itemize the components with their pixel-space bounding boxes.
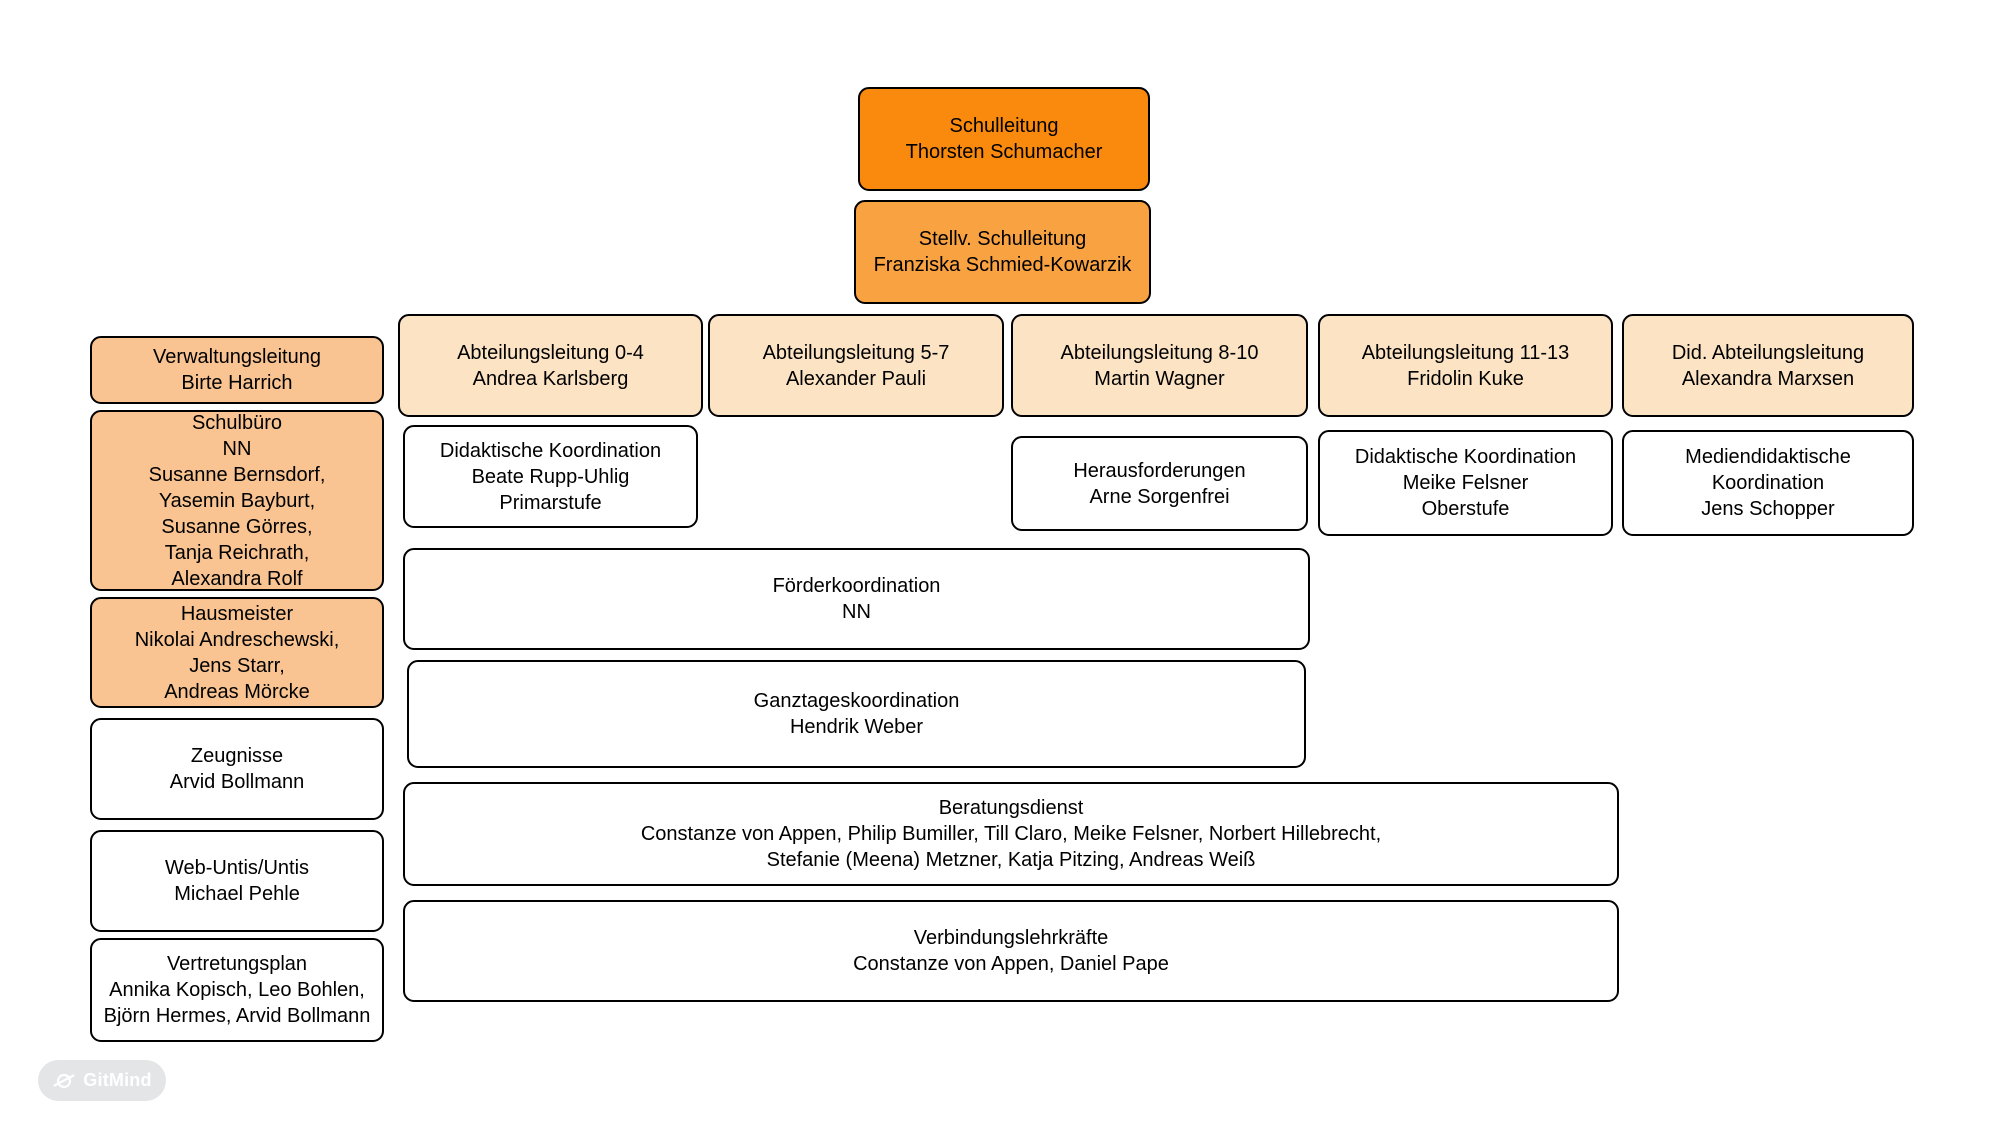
node-people: Franziska Schmied-Kowarzik xyxy=(873,254,1132,276)
node-title: Did. Abteilungsleitung xyxy=(1671,341,1865,364)
node-title: Beratungsdienst xyxy=(938,797,1084,819)
node-title: Abteilungsleitung 8-10 xyxy=(1060,341,1259,364)
node-zeugnisse[interactable]: Zeugnisse Arvid Bollmann xyxy=(90,718,384,820)
node-abteilungsleitung-11-13[interactable]: Abteilungsleitung 11-13 Fridolin Kuke xyxy=(1318,314,1613,417)
node-title: Stellv. Schulleitung xyxy=(918,228,1087,250)
node-people: Alexander Pauli xyxy=(785,367,927,390)
node-stellv-schulleitung[interactable]: Stellv. Schulleitung Franziska Schmied-K… xyxy=(854,200,1151,304)
node-people: Michael Pehle xyxy=(174,883,300,905)
node-people: Andrea Karlsberg xyxy=(472,367,629,390)
node-title: Abteilungsleitung 5-7 xyxy=(762,341,950,364)
node-verwaltungsleitung[interactable]: Verwaltungsleitung Birte Harrich xyxy=(90,336,384,404)
node-abteilungsleitung-8-10[interactable]: Abteilungsleitung 8-10 Martin Wagner xyxy=(1011,314,1308,417)
node-people: Fridolin Kuke xyxy=(1407,367,1524,390)
node-herausforderungen[interactable]: Herausforderungen Arne Sorgenfrei xyxy=(1011,436,1308,531)
node-title: Verwaltungsleitung xyxy=(153,346,321,368)
node-people: Jens Schopper xyxy=(1701,498,1835,520)
node-people: Birte Harrich xyxy=(181,372,293,394)
node-title: Verbindungslehrkräfte xyxy=(913,927,1109,949)
node-schulleitung[interactable]: Schulleitung Thorsten Schumacher xyxy=(858,87,1150,191)
node-title: Abteilungsleitung 11-13 xyxy=(1361,341,1570,364)
node-title: Didaktische Koordination xyxy=(1354,446,1577,468)
node-people: Annika Kopisch, Leo Bohlen, Björn Hermes… xyxy=(103,979,371,1027)
node-vertretungsplan[interactable]: Vertretungsplan Annika Kopisch, Leo Bohl… xyxy=(90,938,384,1042)
node-ganztageskoordination[interactable]: Ganztageskoordination Hendrik Weber xyxy=(407,660,1306,768)
node-beratungsdienst[interactable]: Beratungsdienst Constanze von Appen, Phi… xyxy=(403,782,1619,886)
node-verbindungslehrkraefte[interactable]: Verbindungslehrkräfte Constanze von Appe… xyxy=(403,900,1619,1002)
node-web-untis[interactable]: Web-Untis/Untis Michael Pehle xyxy=(90,830,384,932)
node-title: Mediendidaktische Koordination xyxy=(1685,446,1851,494)
node-did-abteilungsleitung[interactable]: Did. Abteilungsleitung Alexandra Marxsen xyxy=(1622,314,1914,417)
node-didaktische-koordination-primarstufe[interactable]: Didaktische Koordination Beate Rupp-Uhli… xyxy=(403,425,698,528)
node-title: Web-Untis/Untis xyxy=(164,857,310,879)
node-title: Förderkoordination xyxy=(772,575,941,597)
gitmind-logo-icon xyxy=(52,1069,76,1093)
node-title: Hausmeister xyxy=(180,602,294,625)
node-title: Ganztageskoordination xyxy=(753,690,960,712)
node-hausmeister[interactable]: Hausmeister Nikolai Andreschewski, Jens … xyxy=(90,597,384,708)
node-abteilungsleitung-0-4[interactable]: Abteilungsleitung 0-4 Andrea Karlsberg xyxy=(398,314,703,417)
node-schulbuero[interactable]: Schulbüro NN Susanne Bernsdorf, Yasemin … xyxy=(90,410,384,591)
gitmind-watermark[interactable]: GitMind xyxy=(38,1060,166,1101)
gitmind-watermark-label: GitMind xyxy=(83,1070,152,1090)
node-people: Hendrik Weber xyxy=(789,716,924,738)
node-people: Thorsten Schumacher xyxy=(905,141,1103,163)
node-title: Schulleitung xyxy=(949,115,1059,137)
node-people: Constanze von Appen, Daniel Pape xyxy=(853,953,1169,975)
node-didaktische-koordination-oberstufe[interactable]: Didaktische Koordination Meike Felsner O… xyxy=(1318,430,1613,536)
node-people: Arne Sorgenfrei xyxy=(1089,485,1230,508)
node-title: Didaktische Koordination xyxy=(439,439,662,462)
node-title: Zeugnisse xyxy=(190,745,284,767)
node-people: Constanze von Appen, Philip Bumiller, Ti… xyxy=(640,823,1382,871)
node-foerderkoordination[interactable]: Förderkoordination NN xyxy=(403,548,1310,650)
node-people: Nikolai Andreschewski, Jens Starr, Andre… xyxy=(134,628,340,703)
node-people: Arvid Bollmann xyxy=(169,771,305,793)
node-title: Schulbüro xyxy=(191,411,283,434)
node-people: Beate Rupp-Uhlig Primarstufe xyxy=(471,465,630,514)
node-title: Vertretungsplan xyxy=(166,953,308,975)
node-people: NN Susanne Bernsdorf, Yasemin Bayburt, S… xyxy=(148,437,326,590)
node-mediendidaktische-koordination[interactable]: Mediendidaktische Koordination Jens Scho… xyxy=(1622,430,1914,536)
node-people: NN xyxy=(842,601,871,623)
node-title: Herausforderungen xyxy=(1073,459,1246,482)
node-abteilungsleitung-5-7[interactable]: Abteilungsleitung 5-7 Alexander Pauli xyxy=(708,314,1004,417)
node-people: Martin Wagner xyxy=(1094,367,1225,390)
node-title: Abteilungsleitung 0-4 xyxy=(457,341,644,364)
node-people: Alexandra Marxsen xyxy=(1681,367,1855,390)
node-people: Meike Felsner Oberstufe xyxy=(1402,472,1529,520)
